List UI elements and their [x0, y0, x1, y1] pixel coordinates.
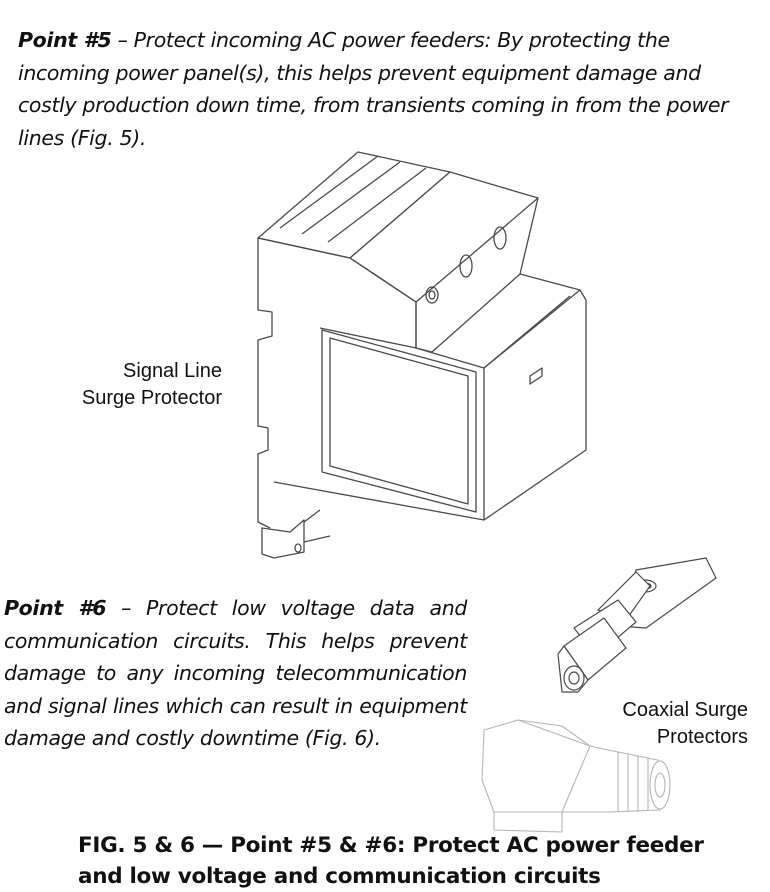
coaxial-label-line1: Coaxial Surge	[622, 699, 748, 721]
point-5-text: – Protect incoming AC power feeders: By …	[18, 28, 729, 150]
point-6-heading: Point #6	[4, 596, 107, 620]
surge-protector-illustration	[257, 151, 587, 559]
point-6-paragraph: Point #6 – Protect low voltage data and …	[4, 592, 467, 755]
coaxial-label: Coaxial Surge Protectors	[580, 697, 748, 751]
point-5-paragraph: Point #5 – Protect incoming AC power fee…	[18, 24, 763, 154]
figure-caption-line1: FIG. 5 & 6 — Point #5 & #6: Protect AC p…	[78, 833, 704, 858]
coaxial-label-line2: Protectors	[656, 726, 748, 748]
signal-line-label-line2: Surge Protector	[81, 387, 222, 409]
signal-line-label-line1: Signal Line	[123, 360, 222, 382]
point-6-text: – Protect low voltage data and communica…	[4, 596, 467, 750]
figure-caption-line2: and low voltage and communication circui…	[78, 864, 601, 889]
coaxial-protector-illustration	[481, 557, 717, 833]
signal-line-label: Signal Line Surge Protector	[40, 358, 222, 412]
figure-caption: FIG. 5 & 6 — Point #5 & #6: Protect AC p…	[78, 830, 768, 892]
point-5-heading: Point #5	[18, 28, 112, 52]
